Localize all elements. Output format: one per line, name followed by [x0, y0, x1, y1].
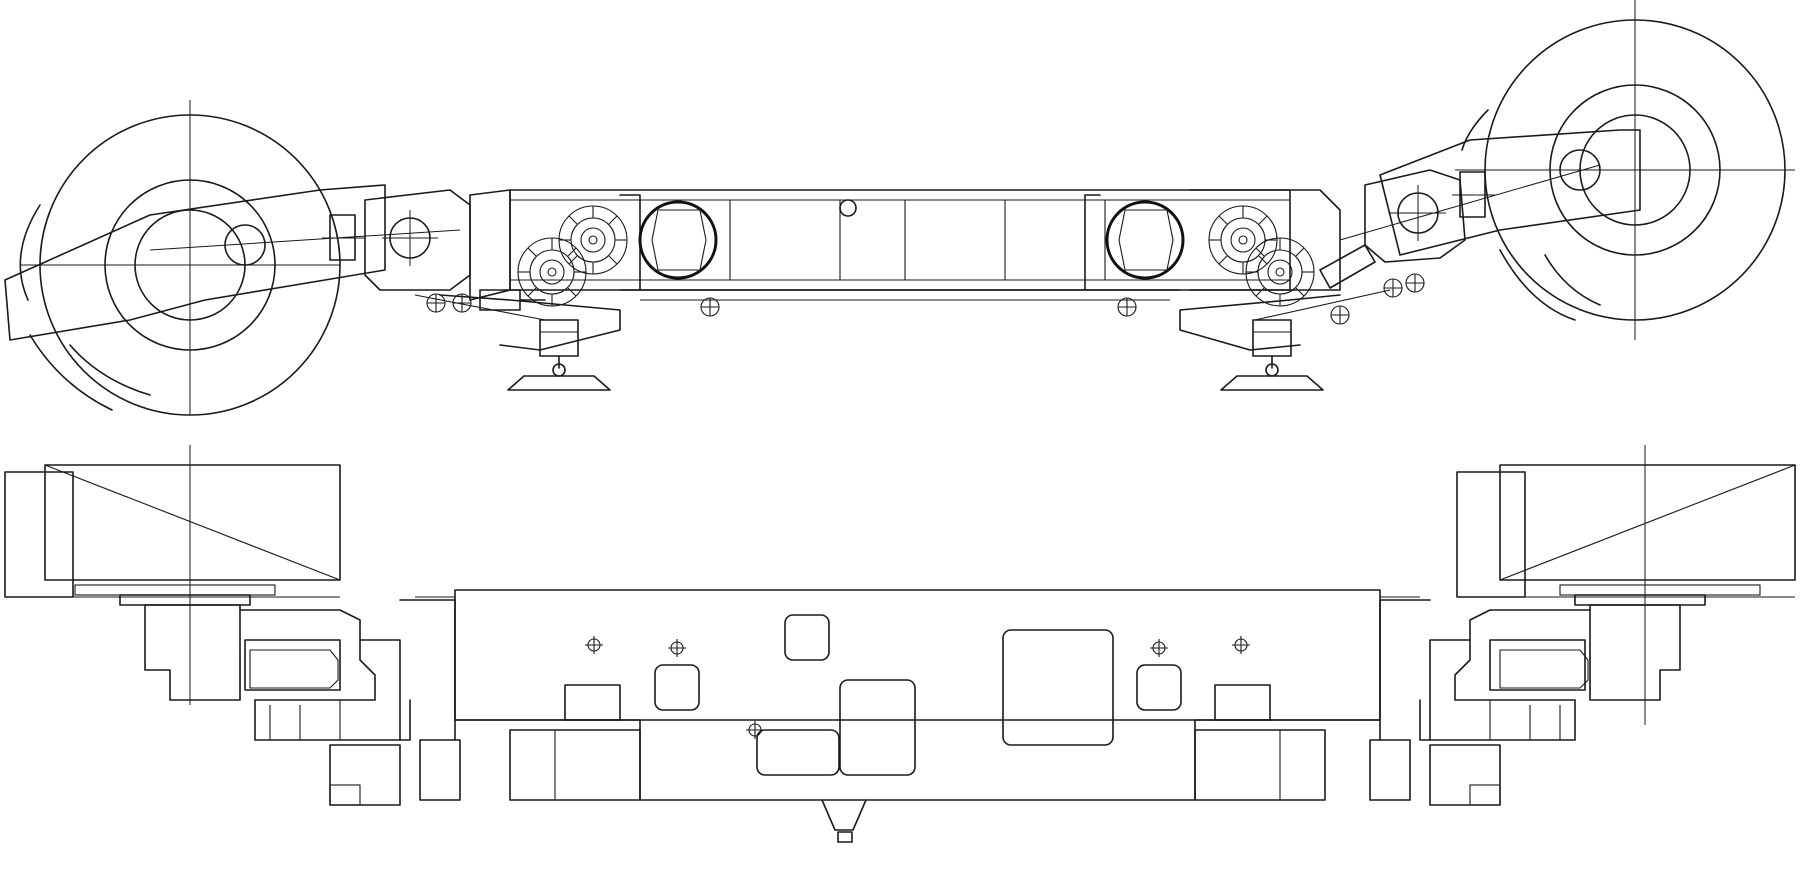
pin — [1405, 273, 1425, 293]
pin — [1383, 278, 1403, 298]
pin — [584, 635, 604, 655]
gear-left-2 — [517, 237, 587, 307]
frame-body — [415, 589, 1420, 843]
right-gearbox — [1369, 594, 1706, 806]
round-cover-right — [1105, 200, 1185, 280]
side-view — [4, 0, 1795, 416]
support-shoe-right — [1220, 319, 1324, 391]
gear-right-2 — [1245, 237, 1315, 307]
pin — [1117, 297, 1137, 317]
pin — [452, 293, 472, 313]
round-cover-left — [638, 200, 718, 280]
frame-side — [414, 189, 1391, 351]
pin — [1330, 305, 1350, 325]
right-ranging-arm — [1339, 129, 1641, 263]
pin — [1231, 635, 1251, 655]
right-drum-housing — [1456, 445, 1796, 725]
support-shoe-left — [507, 319, 611, 391]
left-drum — [19, 100, 341, 416]
pin — [667, 638, 687, 658]
gear-left-1 — [558, 205, 628, 275]
pin — [700, 297, 720, 317]
left-gearbox — [119, 594, 461, 806]
top-view — [4, 445, 1796, 843]
access-cover — [654, 614, 1182, 776]
right-drum — [1455, 0, 1795, 340]
left-ranging-arm — [4, 184, 471, 341]
hydraulic-cylinder-left — [479, 289, 546, 311]
pin — [1149, 638, 1169, 658]
pin — [426, 293, 446, 313]
left-drum-housing — [4, 445, 341, 705]
gear-right-1 — [1208, 205, 1278, 275]
pin — [745, 720, 765, 740]
hydraulic-cylinder-right — [1319, 244, 1376, 289]
